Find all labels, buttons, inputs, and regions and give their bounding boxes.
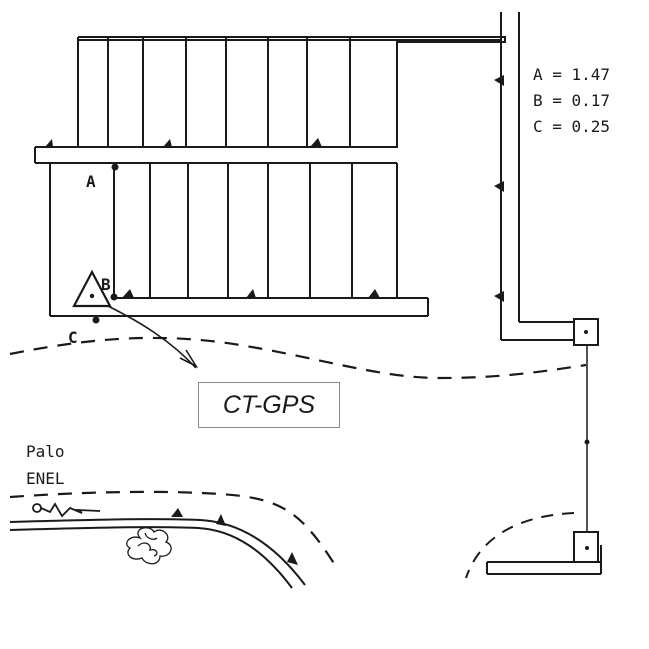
gps-station-triangle (72, 269, 112, 308)
fence-post-bottom (573, 531, 599, 563)
measurement-legend: A = 1.47 B = 0.17 C = 0.25 (533, 65, 610, 136)
station-label: CT-GPS (222, 390, 316, 419)
leader-arrow (107, 305, 199, 369)
dashed-road-upper (9, 336, 587, 380)
dashed-curve-bottom-right (465, 512, 575, 579)
enel-pole (32, 502, 101, 518)
dashed-road-lower (9, 490, 336, 566)
point-b-marker (110, 293, 118, 301)
tree-icon (126, 527, 172, 565)
measurement-a: A = 1.47 (533, 65, 610, 84)
right-wall (500, 12, 574, 341)
road-markers (171, 508, 298, 565)
point-c-marker (92, 316, 100, 324)
point-c-label: C (68, 328, 78, 347)
middle-band (34, 146, 397, 164)
bottom-right-structure (486, 545, 602, 575)
point-a-marker (111, 163, 119, 171)
pole-label-line1: Palo (26, 442, 65, 461)
road-edges (9, 518, 306, 589)
measurement-c: C = 0.25 (533, 117, 610, 136)
point-a-label: A (86, 172, 96, 191)
fence-midpoint (584, 439, 590, 445)
point-b-label: B (101, 275, 111, 294)
station-label-box: CT-GPS (198, 382, 340, 428)
measurement-b: B = 0.17 (533, 91, 610, 110)
upper-building (77, 36, 506, 148)
pole-label-line2: ENEL (26, 469, 65, 488)
fence-post-top (573, 318, 599, 346)
